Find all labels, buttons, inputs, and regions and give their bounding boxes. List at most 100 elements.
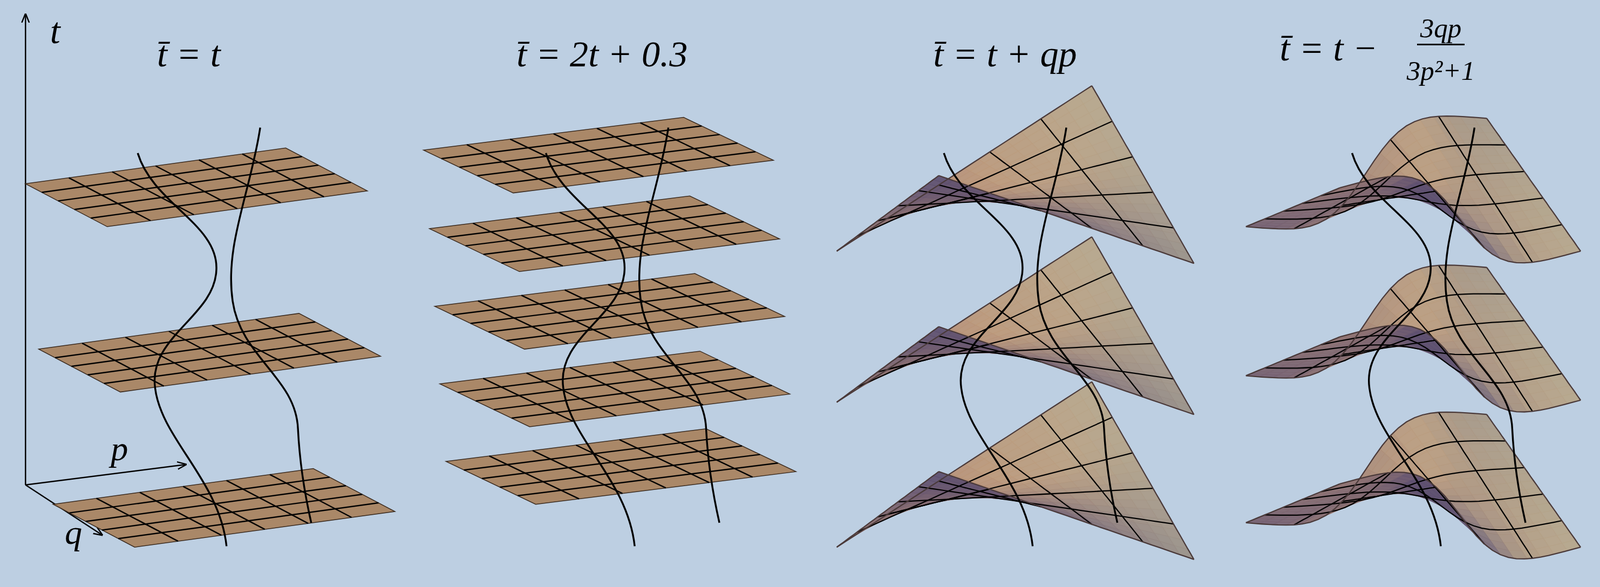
grid-line [836, 382, 1093, 548]
coordinate-axes [25, 14, 186, 535]
grid-line [226, 480, 309, 524]
grid-line [1342, 191, 1436, 206]
grid-line [182, 486, 265, 530]
grid-line [575, 445, 666, 488]
grid-line [269, 474, 352, 518]
grid-line [1438, 116, 1533, 263]
grid-line [938, 175, 1195, 264]
grid-line [656, 356, 747, 400]
flat-level-plane [439, 351, 791, 427]
grid-line [836, 85, 1093, 252]
curved-level-surface [836, 85, 1195, 264]
grid-line [1321, 335, 1562, 384]
grid-line [1321, 186, 1562, 234]
grid-line [897, 343, 1154, 358]
plane-face [38, 313, 381, 393]
grid-line [509, 139, 600, 182]
grid-line [489, 455, 580, 499]
curved-level-surface [1246, 264, 1581, 412]
grid-line [836, 326, 939, 403]
grid-line [255, 319, 338, 363]
grid-line [918, 190, 1174, 228]
flat-level-plane [429, 195, 780, 272]
flat-level-plane [25, 147, 367, 227]
flat-level-plane [445, 429, 796, 505]
flat-level-plane [423, 117, 774, 194]
plane-face [439, 351, 791, 427]
grid-line [1264, 294, 1506, 369]
grid-line [877, 308, 1133, 373]
grid-line [155, 165, 237, 209]
grid-line [836, 471, 939, 548]
curved-level-surface [836, 382, 1195, 560]
grid-line [640, 123, 731, 166]
grid-line [466, 144, 557, 188]
grid-line [1246, 264, 1487, 378]
flat-level-plane [38, 313, 381, 393]
grid-line [516, 218, 607, 261]
grid-line [1486, 118, 1581, 251]
grid-line [125, 337, 208, 380]
grid-line [856, 272, 1113, 388]
grid-line [938, 471, 1195, 560]
grid-line [836, 175, 939, 251]
grid-line [1246, 336, 1340, 376]
grid-line [199, 159, 281, 203]
grid-line [112, 172, 194, 215]
plane-face [25, 147, 367, 227]
plane-face [445, 429, 796, 505]
grid-line [1040, 269, 1143, 397]
grid-line [521, 295, 611, 338]
grid-line [1438, 265, 1533, 412]
grid-line [1283, 171, 1524, 211]
grid-line [1246, 116, 1487, 229]
flat-level-plane [434, 273, 786, 350]
grid-line [608, 284, 698, 328]
grid-line [1342, 339, 1436, 354]
curved-level-surface [1246, 412, 1581, 560]
grid-line [96, 498, 179, 542]
grid-line [1091, 85, 1194, 264]
plane-face [429, 195, 780, 272]
grid-line [897, 192, 1154, 206]
grid-line [619, 439, 710, 483]
plane-face [423, 117, 774, 194]
grid-line [472, 223, 563, 267]
grid-line [478, 301, 568, 344]
grid-line [1040, 118, 1143, 246]
grid-line [139, 492, 222, 536]
curved-level-surface [836, 236, 1195, 415]
grid-line [651, 278, 741, 322]
grid-line [646, 201, 737, 244]
plane-face [434, 273, 786, 350]
curved-level-surface [1246, 116, 1581, 263]
grid-line [877, 157, 1133, 222]
surface-patch [1428, 337, 1447, 352]
grid-line [1486, 267, 1581, 401]
grid-line [1091, 236, 1194, 415]
surface-patch [1428, 188, 1447, 203]
grid-line [1040, 414, 1143, 542]
grid-line [603, 206, 693, 250]
grid-line [1246, 187, 1340, 227]
grid-line [553, 133, 644, 177]
grid-line [168, 331, 251, 374]
grid-line [856, 121, 1113, 237]
level-surfaces [25, 85, 1581, 560]
grid-line [918, 486, 1174, 524]
grid-line [532, 450, 623, 494]
grid-line [836, 236, 1093, 403]
grid-line [877, 452, 1133, 517]
grid-line [559, 212, 650, 256]
grid-line [82, 343, 164, 386]
grid-line [856, 417, 1113, 533]
grid-line [918, 341, 1174, 379]
grid-line [482, 378, 573, 421]
grid-line [569, 367, 660, 411]
grid-line [69, 178, 151, 221]
grid-line [1283, 320, 1524, 360]
grid-line [596, 128, 687, 172]
grid-line [526, 372, 617, 416]
grid-line [897, 488, 1154, 502]
